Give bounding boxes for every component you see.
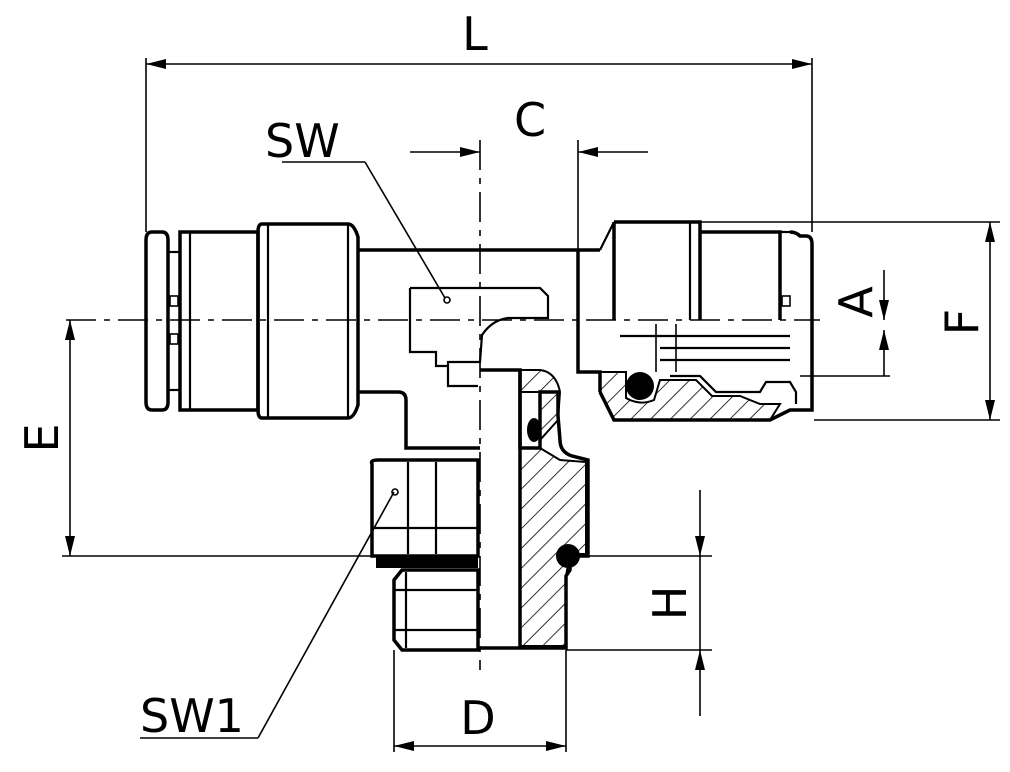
label-L: L (462, 7, 488, 61)
label-E: E (15, 423, 69, 452)
label-F: F (935, 309, 989, 335)
dimension-L: L (145, 7, 813, 232)
left-push-in-connector (144, 222, 360, 420)
dimension-C: C (410, 93, 648, 250)
tee-body (358, 221, 615, 450)
right-push-in-connector (576, 220, 814, 422)
label-SW: SW (265, 114, 340, 168)
label-H: H (643, 586, 697, 621)
dimension-D: D (393, 650, 567, 752)
dimension-A: A (800, 270, 890, 377)
label-C: C (514, 93, 546, 147)
label-D: D (460, 691, 495, 745)
leader-SW1: SW1 (140, 491, 395, 743)
dimension-F: F (700, 221, 1000, 421)
threaded-stem (369, 368, 590, 652)
dimension-H: H (566, 490, 712, 716)
label-SW1: SW1 (140, 689, 244, 743)
centerlines (66, 140, 820, 670)
leader-SW: SW (265, 114, 446, 299)
label-A: A (829, 286, 883, 318)
dimension-E: E (15, 320, 372, 557)
